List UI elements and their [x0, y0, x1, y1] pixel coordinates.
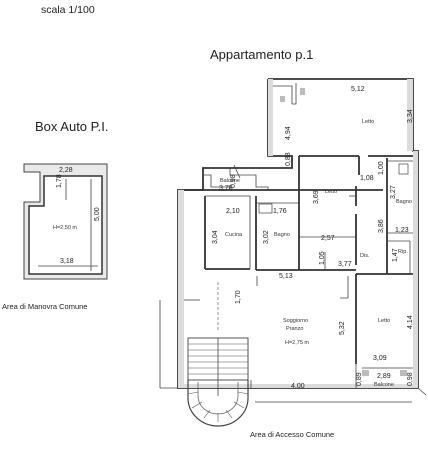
room-letto-mid: Letto — [325, 189, 337, 195]
dim-386: 3,86 — [378, 219, 385, 233]
manovra-label: Area di Manovra Comune — [2, 302, 87, 311]
apartment-title: Appartamento p.1 — [210, 47, 313, 62]
dim-532: 5,32 — [339, 321, 346, 335]
dim-088: 0,88 — [285, 152, 292, 166]
dim-309: 3,09 — [373, 355, 387, 362]
dim-210: 2,10 — [226, 208, 240, 215]
dim-098-bottom: 0,98 — [407, 372, 414, 386]
room-pranzo: Pranzo — [286, 326, 303, 332]
box-auto-plan — [23, 163, 108, 280]
room-height: H=2,75 m — [285, 340, 309, 346]
box-dim-width-top: 2,28 — [59, 167, 73, 174]
dim-100: 1,00 — [378, 161, 385, 175]
dim-400: 4,00 — [291, 383, 305, 390]
box-title: Box Auto P.I. — [35, 119, 108, 134]
dim-147: 1,47 — [392, 248, 399, 262]
apartment-plan — [159, 78, 427, 427]
dim-378: 3,78 — [219, 185, 233, 192]
dim-512: 5,12 — [351, 86, 365, 93]
room-bagno-mid: Bagno — [274, 232, 290, 238]
room-letto-bottom: Letto — [378, 318, 390, 324]
room-letto-top: Letto — [362, 119, 374, 125]
dim-334: 3,34 — [407, 109, 414, 123]
box-height: H=2,50 m — [53, 225, 77, 231]
dim-123: 1,23 — [395, 227, 409, 234]
room-cucina: Cucina — [225, 232, 243, 238]
dim-304: 3,04 — [212, 230, 219, 244]
accesso-label: Area di Accesso Comune — [250, 430, 334, 439]
dim-494: 4,94 — [285, 126, 292, 140]
dim-170: 1,70 — [235, 290, 242, 304]
box-dim-width-bottom: 3,18 — [60, 258, 74, 265]
dim-098-top: 0,98 — [230, 174, 237, 188]
box-dim-left: 1,78 — [56, 174, 63, 188]
staircase — [187, 337, 249, 427]
dim-108: 1,08 — [360, 175, 374, 182]
dim-089: 0,89 — [356, 372, 363, 386]
room-dis: Dis. — [360, 253, 370, 259]
room-rip: Rip. — [398, 249, 408, 255]
dim-302: 3,02 — [263, 230, 270, 244]
dim-105: 1,05 — [319, 251, 326, 265]
dim-327: 3,27 — [390, 185, 397, 199]
room-soggiorno: Soggiorno — [283, 318, 308, 324]
scale-label: scala 1/100 — [41, 4, 95, 16]
dim-257: 2,57 — [321, 235, 335, 242]
dim-513: 5,13 — [279, 273, 293, 280]
room-balcone-top: Balcone — [220, 178, 240, 184]
room-bagno-right: Bagno — [396, 199, 412, 205]
dim-289: 2,89 — [377, 373, 391, 380]
box-dim-depth: 5,00 — [94, 207, 101, 221]
room-balcone-bottom: Balcone — [374, 382, 394, 388]
dim-176: 1,76 — [273, 208, 287, 215]
dim-377: 3,77 — [338, 261, 352, 268]
dim-369: 3,69 — [313, 190, 320, 204]
dim-414: 4,14 — [407, 315, 414, 329]
